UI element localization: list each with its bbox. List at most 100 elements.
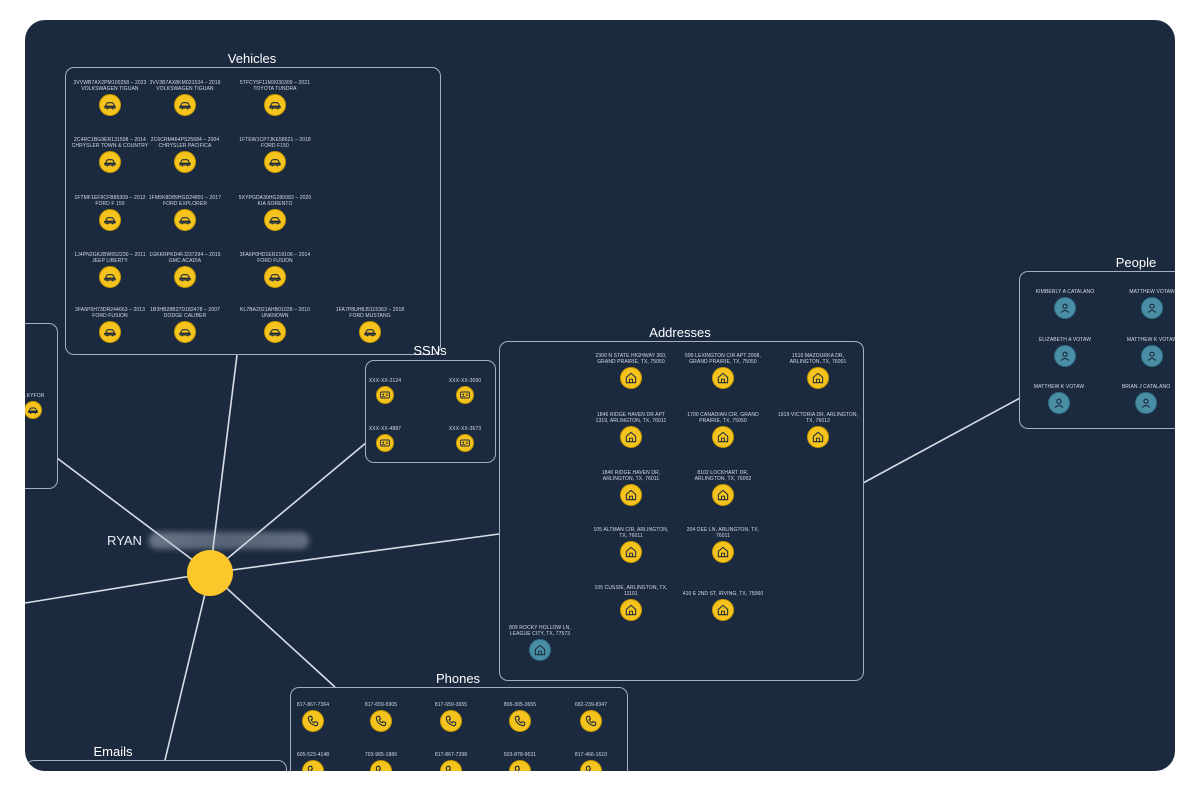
vehicle-node[interactable]: 2C6CRM464PS25684 – 2004 CHRYSLER PACIFIC… bbox=[145, 137, 225, 173]
id-card-icon bbox=[456, 386, 474, 404]
person-node[interactable]: MATTHEW K VOTAW bbox=[1019, 378, 1099, 414]
node-label: XXX-XX-3090 bbox=[448, 378, 482, 384]
car-icon bbox=[99, 94, 121, 116]
node-label: 1700 CANADIAN CIR, GRAND PRAIRIE, TX, 75… bbox=[687, 412, 759, 424]
hub-node[interactable] bbox=[187, 550, 233, 596]
phone-node[interactable]: 817-659-5905 bbox=[348, 696, 414, 732]
person-node[interactable]: BRIAN J CATALANO bbox=[1106, 378, 1175, 414]
home-icon bbox=[620, 367, 642, 389]
phone-node[interactable]: 817-466-1610 bbox=[558, 746, 624, 771]
car-icon bbox=[264, 266, 286, 288]
phone-node[interactable]: 703-965-1886 bbox=[348, 746, 414, 771]
address-node[interactable]: 1919 VICTORIA DR, ARLINGTON, TX, 76012 bbox=[777, 412, 859, 448]
vehicle-node[interactable]: 1GKKRPKD4FJ237294 – 2015 GMC ACADIA bbox=[145, 252, 225, 288]
node-label: BRIAN J CATALANO bbox=[1121, 384, 1171, 390]
address-node[interactable]: 1700 CANADIAN CIR, GRAND PRAIRIE, TX, 75… bbox=[682, 412, 764, 448]
graph-canvas[interactable]: Vehicles SSNs Addresses People Phones Em… bbox=[25, 20, 1175, 771]
address-node[interactable]: 8102 LOCKHART DR, ARLINGTON, TX, 76002 bbox=[682, 470, 764, 506]
vehicle-node[interactable]: 1J4PN2GK2BW552230 – 2011 JEEP LIBERTY bbox=[70, 252, 150, 288]
addresses-title: Addresses bbox=[649, 325, 711, 340]
person-node[interactable]: KIMBERLY A CATALANO bbox=[1025, 283, 1105, 319]
home-icon bbox=[712, 541, 734, 563]
node-label: 3FA6P0H73DR244663 – 2013 FORD FUSION bbox=[75, 307, 145, 319]
ssn-node[interactable]: XXX-XX-3673 bbox=[435, 420, 495, 452]
node-label: KL7BA2021AHB01028 – 2010 UNKNOWN bbox=[240, 307, 310, 319]
person-icon bbox=[1135, 392, 1157, 414]
phone-icon bbox=[580, 710, 602, 732]
node-label: 590 LEXINGTON CIR APT 2008, GRAND PRAIRI… bbox=[685, 353, 761, 365]
phone-node[interactable]: 817-867-7364 bbox=[280, 696, 346, 732]
vehicle-node[interactable]: 3VVWB7AX2PM100258 – 2023 VOLKSWAGEN TIGU… bbox=[70, 80, 150, 116]
vehicle-node[interactable]: 1FA7P8UH8J5115363 – 2018 FORD MUSTANG bbox=[330, 307, 410, 343]
home-icon bbox=[620, 484, 642, 506]
phone-node[interactable]: 817-867-7398 bbox=[418, 746, 484, 771]
vehicle-node[interactable]: 3FA6P0HD1ER219106 – 2014 FORD FUSION bbox=[235, 252, 315, 288]
ssns-group[interactable] bbox=[365, 360, 496, 463]
phone-icon bbox=[302, 760, 324, 771]
phone-node[interactable]: 605-523-4148 bbox=[280, 746, 346, 771]
node-label: 1B3HB28B27D182478 – 2007 DODGE CALIBER bbox=[150, 307, 220, 319]
vehicle-node[interactable]: KL7BA2021AHB01028 – 2010 UNKNOWN bbox=[235, 307, 315, 343]
node-label: 5TFCY5F11MX030309 – 2021 TOYOTA TUNDRA bbox=[239, 80, 311, 92]
node-label: 817-867-7398 bbox=[434, 752, 468, 758]
node-label: 5XYPGDA30HG280083 – 2020 KIA SORENTO bbox=[238, 195, 312, 207]
vehicle-node[interactable]: 1FTEW1CP7JKE58621 – 2018 FORD F150 bbox=[235, 137, 315, 173]
phones-group[interactable] bbox=[290, 687, 628, 771]
node-label: MATTHEW K VOTAW bbox=[1033, 384, 1085, 390]
car-icon bbox=[99, 266, 121, 288]
node-label: 3VV3B7AX8KM031534 – 2019 VOLKSWAGEN TIGU… bbox=[149, 80, 221, 92]
address-node[interactable]: 105 CUSSIE, ARLINGTON, TX, 11101 bbox=[590, 585, 672, 621]
ssns-title: SSNs bbox=[413, 343, 447, 358]
left-cluster-node[interactable]: …KYFOR bbox=[25, 387, 58, 419]
ssn-node[interactable]: XXX-XX-4887 bbox=[355, 420, 415, 452]
vehicle-node[interactable]: 3VV3B7AX8KM031534 – 2019 VOLKSWAGEN TIGU… bbox=[145, 80, 225, 116]
node-label: XXX-XX-2124 bbox=[368, 378, 402, 384]
vehicle-node[interactable]: 5TFCY5F11MX030309 – 2021 TOYOTA TUNDRA bbox=[235, 80, 315, 116]
phone-node[interactable]: 806-305-3655 bbox=[487, 696, 553, 732]
address-node[interactable]: 809 ROCKY HOLLOW LN, LEAGUE CITY, TX, 77… bbox=[499, 625, 581, 661]
phone-icon bbox=[580, 760, 602, 771]
home-icon bbox=[807, 426, 829, 448]
address-node[interactable]: 590 LEXINGTON CIR APT 2008, GRAND PRAIRI… bbox=[682, 353, 764, 389]
vehicle-node[interactable]: 1FTMF1EF9CFB85309 – 2012 FORD F 150 bbox=[70, 195, 150, 231]
phone-node[interactable]: 503-878-9631 bbox=[487, 746, 553, 771]
emails-group[interactable] bbox=[25, 760, 287, 771]
address-node[interactable]: 1510 MAZOURKA DR, ARLINGTON, TX, 76001 bbox=[777, 353, 859, 389]
node-label: ELIZABETH A VOTAW bbox=[1038, 337, 1092, 343]
edge-hub-phones bbox=[209, 572, 336, 688]
home-icon bbox=[712, 367, 734, 389]
person-icon bbox=[1054, 345, 1076, 367]
car-icon bbox=[99, 151, 121, 173]
addresses-group[interactable] bbox=[499, 341, 864, 681]
address-node[interactable]: 410 E 2ND ST, IRVING, TX, 75060 bbox=[682, 585, 764, 621]
address-node[interactable]: 1846 RIDGE HAVEN DR APT 1319, ARLINGTON,… bbox=[590, 412, 672, 448]
vehicle-node[interactable]: 2C4RC1BG9ER131508 – 2014 CHRYSLER TOWN &… bbox=[70, 137, 150, 173]
address-node[interactable]: 204 DEE LN, ARLINGTON, TX, 76011 bbox=[682, 527, 764, 563]
address-node[interactable]: 2300 N STATE HIGHWAY 360, GRAND PRAIRIE,… bbox=[590, 353, 672, 389]
vehicle-node[interactable]: 1FM5K8D89HGD24891 – 2017 FORD EXPLORER bbox=[145, 195, 225, 231]
edge-layer bbox=[25, 354, 1021, 761]
node-label: 2C6CRM464PS25684 – 2004 CHRYSLER PACIFIC… bbox=[150, 137, 220, 149]
node-label: MATTHEW VOTAW bbox=[1129, 289, 1175, 295]
person-node[interactable]: MATTHEW K VOTAW bbox=[1112, 331, 1175, 367]
node-label: …KYFOR bbox=[25, 393, 45, 399]
node-label: 1FA7P8UH8J5115363 – 2018 FORD MUSTANG bbox=[335, 307, 405, 319]
vehicles-title: Vehicles bbox=[227, 51, 277, 66]
address-node[interactable]: 1846 RIDGE HAVEN DR, ARLINGTON, TX, 7601… bbox=[590, 470, 672, 506]
node-label: 503-878-9631 bbox=[503, 752, 537, 758]
phone-icon bbox=[509, 710, 531, 732]
vehicle-node[interactable]: 3FA6P0H73DR244663 – 2013 FORD FUSION bbox=[70, 307, 150, 343]
phone-node[interactable]: 817-659-3655 bbox=[418, 696, 484, 732]
phone-node[interactable]: 682-239-8347 bbox=[558, 696, 624, 732]
ssn-node[interactable]: XXX-XX-2124 bbox=[355, 372, 415, 404]
ssn-node[interactable]: XXX-XX-3090 bbox=[435, 372, 495, 404]
address-node[interactable]: 105 ALTMAN CIR, ARLINGTON, TX, 76011 bbox=[590, 527, 672, 563]
vehicle-node[interactable]: 1B3HB28B27D182478 – 2007 DODGE CALIBER bbox=[145, 307, 225, 343]
vehicle-node[interactable]: 5XYPGDA30HG280083 – 2020 KIA SORENTO bbox=[235, 195, 315, 231]
person-node[interactable]: ELIZABETH A VOTAW bbox=[1025, 331, 1105, 367]
person-node[interactable]: MATTHEW VOTAW bbox=[1112, 283, 1175, 319]
car-icon bbox=[174, 266, 196, 288]
node-label: 3VVWB7AX2PM100258 – 2023 VOLKSWAGEN TIGU… bbox=[73, 80, 147, 92]
vehicles-group[interactable] bbox=[65, 67, 441, 355]
node-label: 2300 N STATE HIGHWAY 360, GRAND PRAIRIE,… bbox=[595, 353, 667, 365]
